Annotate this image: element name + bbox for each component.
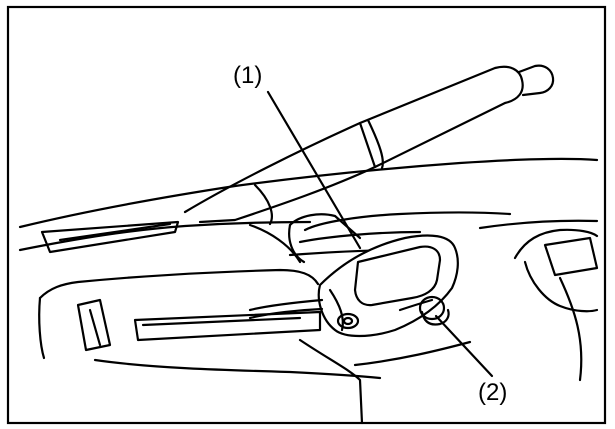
leader-line-1 — [266, 90, 362, 250]
figure-border — [6, 5, 607, 425]
switch-button — [418, 295, 446, 321]
callout-2: (2) — [478, 379, 507, 406]
callout-1: (1) — [233, 62, 262, 89]
parking-brake-lever — [183, 64, 555, 264]
leader-line-2 — [434, 314, 494, 378]
mounting-screw — [336, 312, 360, 330]
switch-assembly — [248, 234, 459, 338]
center-console — [18, 157, 599, 425]
